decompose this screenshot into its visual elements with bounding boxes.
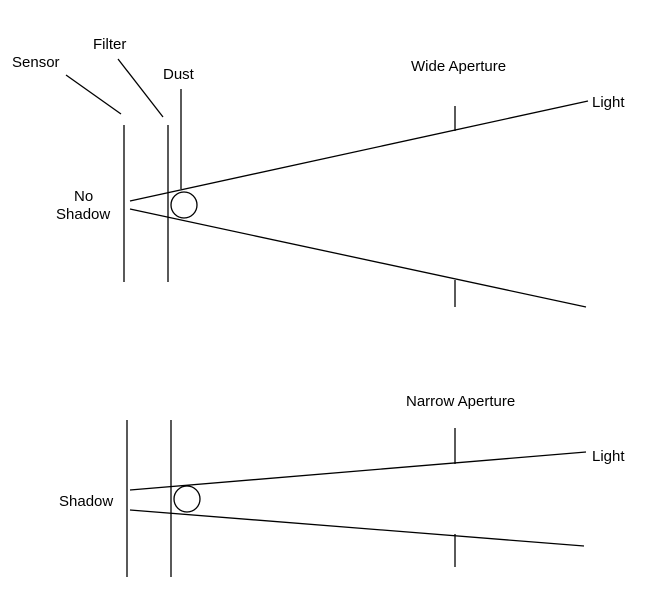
dust-particle — [173, 485, 201, 513]
light-ray-upper — [129, 451, 587, 491]
dust-label: Dust — [163, 66, 195, 83]
wide-aperture-panel: Sensor Filter Dust Wide Aperture Light N… — [12, 36, 625, 308]
sensor-label: Sensor — [12, 54, 60, 71]
light-ray-lower — [129, 208, 587, 308]
no-shadow-label-line1: No — [74, 188, 93, 205]
light-label-top: Light — [592, 94, 625, 111]
shadow-label: Shadow — [59, 493, 113, 510]
light-ray-lower — [129, 509, 585, 547]
wide-aperture-label: Wide Aperture — [411, 58, 506, 75]
narrow-aperture-label: Narrow Aperture — [406, 393, 515, 410]
no-shadow-label-line2: Shadow — [56, 206, 110, 223]
narrow-aperture-panel: Narrow Aperture Light Shadow — [59, 393, 625, 577]
filter-label: Filter — [93, 36, 126, 53]
dust-particle — [170, 191, 198, 219]
filter-leader-line — [117, 58, 164, 118]
light-label-bottom: Light — [592, 448, 625, 465]
sensor-leader-line — [65, 74, 122, 115]
light-ray-upper — [129, 100, 589, 202]
